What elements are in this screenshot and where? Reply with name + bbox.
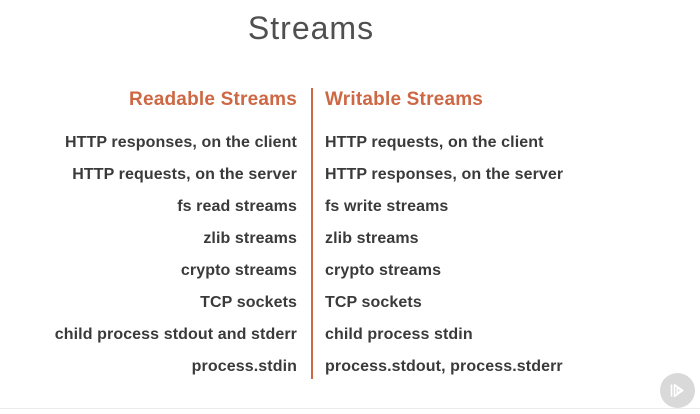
list-item: zlib streams [203,230,297,247]
column-divider [311,88,313,379]
list-item: HTTP requests, on the client [325,134,544,151]
streams-table: Readable Streams HTTP responses, on the … [0,88,685,383]
list-item: fs write streams [325,198,449,215]
list-item: crypto streams [325,262,442,279]
readable-streams-header: Readable Streams [129,89,297,110]
list-item: HTTP requests, on the server [72,166,297,183]
writable-streams-header: Writable Streams [325,89,484,110]
list-item: zlib streams [325,230,419,247]
list-item: HTTP responses, on the server [325,166,564,183]
play-glyph [670,384,684,397]
list-item: process.stdin [191,358,297,375]
list-item: child process stdout and stderr [54,326,297,343]
bottom-divider-line [0,408,700,409]
list-item: child process stdin [325,326,473,343]
pluralsight-play-icon [660,373,695,408]
list-item: TCP sockets [200,294,297,311]
list-item: HTTP responses, on the client [65,134,297,151]
list-item: crypto streams [180,262,297,279]
list-item: process.stdout, process.stderr [325,358,563,375]
slide-title: Streams [247,10,375,46]
list-item: fs read streams [177,198,297,215]
readable-streams-column: Readable Streams HTTP responses, on the … [0,88,297,383]
writable-streams-column: Writable Streams HTTP requests, on the c… [325,88,685,383]
list-item: TCP sockets [325,294,422,311]
